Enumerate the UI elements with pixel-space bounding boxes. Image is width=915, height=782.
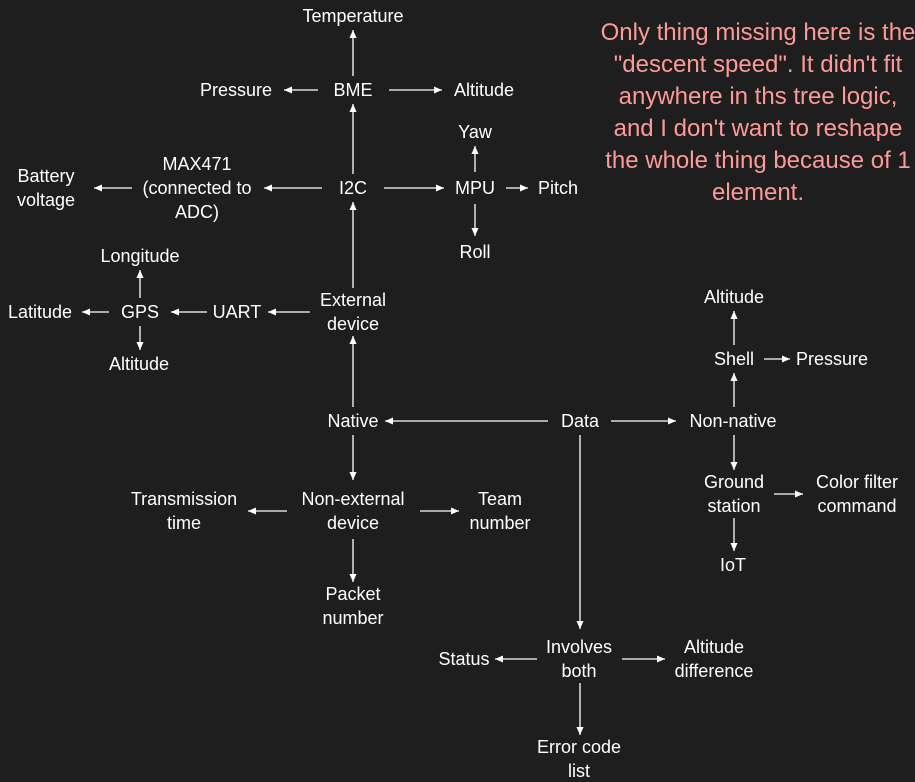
node-yaw: Yaw	[458, 122, 493, 142]
node-gps-line-0: GPS	[121, 302, 159, 322]
node-max471: MAX471 (connected to ADC)	[142, 154, 251, 222]
node-pitch: Pitch	[538, 178, 578, 198]
node-uart: UART	[213, 302, 262, 322]
node-bme-line-0: BME	[333, 80, 372, 100]
node-transmission-time-line-0: Transmission	[131, 489, 237, 509]
node-error-code-list-line-0: Error code	[537, 737, 621, 757]
node-i2c: I2C	[339, 178, 367, 198]
node-temperature-line-0: Temperature	[302, 6, 403, 26]
node-altitude-difference: Altitude difference	[675, 637, 754, 681]
node-status: Status	[438, 649, 489, 669]
node-team-number-line-0: Team	[478, 489, 522, 509]
node-packet-number: Packet number	[322, 584, 383, 628]
node-involves-both-line-1: both	[561, 661, 596, 681]
node-battery-voltage-line-0: Battery	[17, 166, 74, 186]
node-max471-line-2: ADC)	[175, 202, 219, 222]
node-ground-station: Ground station	[704, 472, 764, 516]
edges-layer	[82, 30, 803, 735]
node-ground-station-line-1: station	[707, 496, 760, 516]
node-max471-line-0: MAX471	[162, 154, 231, 174]
node-packet-number-line-1: number	[322, 608, 383, 628]
node-data-line-0: Data	[561, 411, 600, 431]
node-battery-voltage: Battery voltage	[17, 166, 75, 210]
node-i2c-line-0: I2C	[339, 178, 367, 198]
node-shell-pressure-line-0: Pressure	[796, 349, 868, 369]
node-transmission-time-line-1: time	[167, 513, 201, 533]
node-non-native: Non-native	[689, 411, 776, 431]
node-roll-line-0: Roll	[459, 242, 490, 262]
node-involves-both-line-0: Involves	[546, 637, 612, 657]
node-latitude-line-0: Latitude	[8, 302, 72, 322]
node-mpu: MPU	[455, 178, 495, 198]
node-non-external-device-line-0: Non-external	[301, 489, 404, 509]
node-battery-voltage-line-1: voltage	[17, 190, 75, 210]
node-involves-both: Involves both	[546, 637, 612, 681]
node-error-code-list-line-1: list	[568, 761, 590, 781]
node-longitude-line-0: Longitude	[100, 246, 179, 266]
node-external-device-line-0: External	[320, 290, 386, 310]
node-bme-altitude: Altitude	[454, 80, 514, 100]
node-shell-pressure: Pressure	[796, 349, 868, 369]
node-native: Native	[327, 411, 378, 431]
node-status-line-0: Status	[438, 649, 489, 669]
node-longitude: Longitude	[100, 246, 179, 266]
node-shell: Shell	[714, 349, 754, 369]
node-data: Data	[561, 411, 600, 431]
node-color-filter-command-line-0: Color filter	[816, 472, 898, 492]
node-yaw-line-0: Yaw	[458, 122, 493, 142]
node-roll: Roll	[459, 242, 490, 262]
node-gps: GPS	[121, 302, 159, 322]
node-iot-line-0: IoT	[720, 555, 746, 575]
node-latitude: Latitude	[8, 302, 72, 322]
node-external-device: External device	[320, 290, 386, 334]
node-team-number-line-1: number	[469, 513, 530, 533]
node-ground-station-line-0: Ground	[704, 472, 764, 492]
node-native-line-0: Native	[327, 411, 378, 431]
node-color-filter-command-line-1: command	[817, 496, 896, 516]
node-color-filter-command: Color filter command	[816, 472, 898, 516]
node-altitude-difference-line-1: difference	[675, 661, 754, 681]
side-note: Only thing missing here is the "descent …	[600, 19, 915, 206]
node-bme-pressure: Pressure	[200, 80, 272, 100]
node-bme: BME	[333, 80, 372, 100]
node-non-external-device-line-1: device	[327, 513, 379, 533]
node-iot: IoT	[720, 555, 746, 575]
node-packet-number-line-0: Packet	[325, 584, 380, 604]
node-temperature: Temperature	[302, 6, 403, 26]
node-gps-altitude-line-0: Altitude	[109, 354, 169, 374]
node-non-external-device: Non-external device	[301, 489, 404, 533]
node-bme-altitude-line-0: Altitude	[454, 80, 514, 100]
node-uart-line-0: UART	[213, 302, 262, 322]
node-max471-line-1: (connected to	[142, 178, 251, 198]
node-shell-line-0: Shell	[714, 349, 754, 369]
node-shell-altitude: Altitude	[704, 287, 764, 307]
node-team-number: Team number	[469, 489, 530, 533]
node-shell-altitude-line-0: Altitude	[704, 287, 764, 307]
node-pitch-line-0: Pitch	[538, 178, 578, 198]
node-non-native-line-0: Non-native	[689, 411, 776, 431]
node-transmission-time: Transmission time	[131, 489, 237, 533]
node-bme-pressure-line-0: Pressure	[200, 80, 272, 100]
node-gps-altitude: Altitude	[109, 354, 169, 374]
node-altitude-difference-line-0: Altitude	[684, 637, 744, 657]
node-external-device-line-1: device	[327, 314, 379, 334]
node-error-code-list: Error code list	[537, 737, 621, 781]
node-mpu-line-0: MPU	[455, 178, 495, 198]
